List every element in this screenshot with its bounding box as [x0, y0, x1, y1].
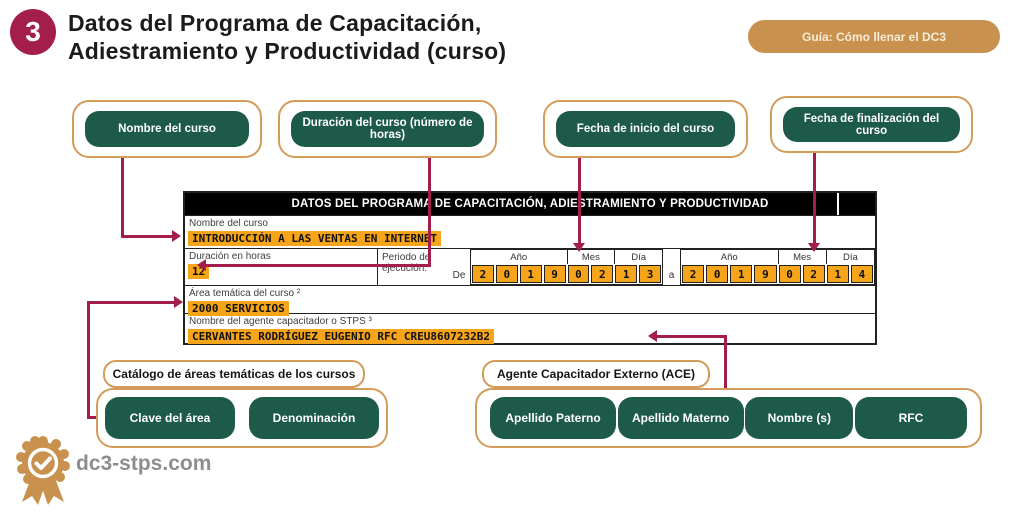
start-date-digit: 2	[591, 265, 614, 283]
start-date-digit: 9	[543, 265, 566, 283]
duration-cell: Duración en horas 12	[185, 249, 378, 285]
page-title-line1: Datos del Programa de Capacitación,	[68, 10, 482, 36]
brand-name: dc3-stps.com	[76, 452, 212, 475]
first-name-pill: Nombre (s)	[745, 397, 854, 439]
arrow-course-name-line	[121, 235, 173, 238]
end-date-grid: Año Mes Día 2 0 1 9 0 2 1 4	[680, 249, 875, 285]
duration-period-row: Duración en horas 12 Periodo de ejecució…	[185, 249, 875, 286]
area-key-pill: Clave del área	[105, 397, 235, 439]
dc3-form-excerpt: DATOS DEL PROGRAMA DE CAPACITACIÓN, ADIE…	[183, 191, 877, 345]
from-label: De	[452, 270, 466, 281]
start-date-digit: 0	[495, 265, 518, 283]
period-label-line2: ejecución:	[382, 263, 428, 274]
denomination-pill: Denominación	[249, 397, 379, 439]
start-date-digit: 1	[519, 265, 542, 283]
course-duration-pill: Duración del curso (número de horas)	[291, 111, 484, 147]
end-date-digit: 1	[730, 265, 753, 283]
end-date-digit: 1	[826, 265, 849, 283]
end-date-pill: Fecha de finalización del curso	[783, 107, 960, 142]
certificate-badge-icon	[14, 436, 72, 511]
start-date-pill: Fecha de inicio del curso	[556, 111, 735, 147]
agent-value: CERVANTES RODRÍGUEZ EUGENIO RFC CREU8607…	[188, 329, 495, 344]
start-year-header: Año	[510, 251, 528, 263]
arrow-duration-line	[205, 264, 431, 267]
arrow-ace-head	[648, 330, 657, 342]
end-year-header: Año	[720, 251, 738, 263]
start-date-digit: 1	[615, 265, 638, 283]
maternal-surname-pill: Apellido Materno	[617, 397, 744, 439]
end-date-digit: 2	[682, 265, 705, 283]
duration-label: Duración en horas	[189, 251, 271, 262]
arrow-catalog-line	[87, 301, 175, 304]
arrow-start-date-head	[573, 243, 585, 252]
start-date-grid: Año Mes Día 2 0 1 9 0 2 1 3	[470, 249, 663, 285]
area-value: 2000 SERVICIOS	[188, 301, 289, 316]
arrow-end-date-line	[813, 153, 816, 244]
callout-course-name: Nombre del curso	[72, 100, 262, 158]
arrow-duration-line	[428, 158, 431, 267]
catalog-group-box: Clave del área Denominación	[96, 388, 388, 448]
end-date-digit: 4	[850, 265, 873, 283]
end-date-digit: 2	[802, 265, 825, 283]
agent-label: Nombre del agente capacitador o STPS ³	[189, 316, 372, 327]
arrow-start-date-line	[578, 158, 581, 244]
arrow-ace-line	[724, 335, 727, 392]
start-day-header: Día	[614, 250, 662, 264]
arrow-duration-head	[197, 259, 206, 271]
callout-end-date: Fecha de finalización del curso	[770, 96, 973, 153]
period-cell: Periodo de ejecución:	[378, 249, 448, 285]
course-name-pill: Nombre del curso	[85, 111, 249, 147]
page-title: Datos del Programa de Capacitación, Adie…	[68, 9, 506, 65]
course-name-label: Nombre del curso	[189, 218, 268, 229]
start-date-digit: 3	[639, 265, 661, 283]
course-name-row: Nombre del curso INTRODUCCIÓN A LAS VENT…	[185, 216, 875, 249]
end-day-header: Día	[825, 250, 874, 264]
form-section-title: DATOS DEL PROGRAMA DE CAPACITACIÓN, ADIE…	[291, 198, 769, 210]
agent-row: Nombre del agente capacitador o STPS ³ C…	[185, 314, 875, 345]
end-month-header: Mes	[777, 250, 826, 264]
start-month-header: Mes	[566, 250, 615, 264]
step-number-badge: 3	[10, 9, 56, 55]
start-date-digit: 0	[567, 265, 590, 283]
start-date-digit: 2	[472, 265, 494, 283]
arrow-ace-line	[656, 335, 727, 338]
period-label-line1: Periodo de	[382, 252, 431, 263]
end-date-digit: 9	[754, 265, 777, 283]
rfc-pill: RFC	[854, 397, 967, 439]
page-title-line2: Adiestramiento y Productividad (curso)	[68, 38, 507, 64]
course-name-value: INTRODUCCIÓN A LAS VENTAS EN INTERNET	[188, 231, 442, 246]
area-label: Área temática del curso ²	[189, 288, 301, 299]
area-row: Área temática del curso ² 2000 SERVICIOS	[185, 286, 875, 316]
form-section-header: DATOS DEL PROGRAMA DE CAPACITACIÓN, ADIE…	[185, 193, 875, 216]
ace-group-title: Agente Capacitador Externo (ACE)	[482, 360, 710, 388]
ace-group-box: Apellido Paterno Apellido Materno Nombre…	[475, 388, 982, 448]
arrow-catalog-line	[87, 301, 90, 419]
to-label: a	[668, 270, 675, 281]
arrow-course-name-head	[172, 230, 181, 242]
paternal-surname-pill: Apellido Paterno	[490, 397, 616, 439]
catalog-group-title: Catálogo de áreas temáticas de los curso…	[103, 360, 365, 388]
end-date-digit: 0	[778, 265, 801, 283]
callout-start-date: Fecha de inicio del curso	[543, 100, 748, 158]
end-date-digit: 0	[706, 265, 729, 283]
arrow-course-name-line	[121, 158, 124, 238]
header-cell-divider	[837, 193, 839, 215]
callout-course-duration: Duración del curso (número de horas)	[278, 100, 497, 158]
arrow-catalog-head	[174, 296, 183, 308]
guide-button[interactable]: Guía: Cómo llenar el DC3	[748, 20, 1000, 53]
arrow-end-date-head	[808, 243, 820, 252]
